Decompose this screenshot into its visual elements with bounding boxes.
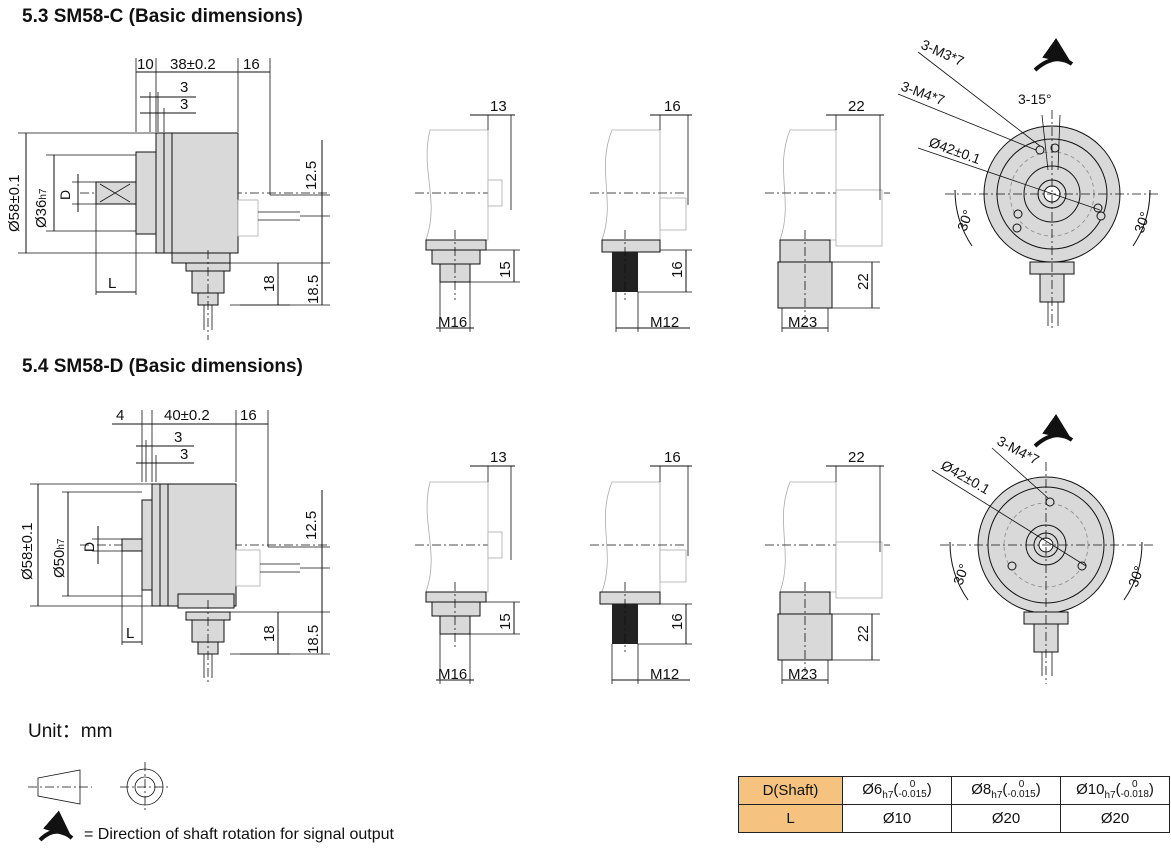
svg-text:3: 3 — [180, 79, 188, 96]
svg-text:M16: M16 — [438, 314, 467, 331]
svg-text:D: D — [81, 542, 97, 552]
svg-text:15: 15 — [497, 261, 514, 278]
svg-text:30°: 30° — [950, 562, 972, 587]
svg-text:L: L — [126, 625, 134, 642]
table-header-shaft: D(Shaft) — [738, 776, 843, 805]
svg-text:Ø50h7: Ø50h7 — [51, 538, 68, 578]
svg-text:M16: M16 — [438, 666, 467, 683]
rotation-arrow-icon — [38, 810, 74, 842]
svg-text:16: 16 — [669, 613, 686, 630]
table-cell: Ø6h7(0-0.015) — [842, 776, 952, 805]
sm58c-connector-variant-m12: 16 16 M12 — [590, 98, 692, 332]
svg-text:3: 3 — [180, 96, 188, 113]
svg-text:10: 10 — [137, 56, 154, 73]
sm58d-front-view: 3-M4*7 Ø42±0.1 30° 30° — [931, 414, 1155, 684]
unit-label: Unit：mm — [28, 721, 113, 742]
svg-text:L: L — [108, 275, 116, 292]
svg-text:M23: M23 — [788, 314, 817, 331]
sm58d-connector-variant-m23: 22 22 M23 — [765, 449, 890, 684]
svg-text:12.5: 12.5 — [303, 511, 320, 540]
sm58d-connector-variant-m16: 13 15 M16 — [415, 449, 520, 684]
svg-text:22: 22 — [848, 449, 865, 466]
table-cell: Ø20 — [951, 804, 1061, 833]
svg-text:18: 18 — [261, 625, 278, 642]
rotation-legend: = Direction of shaft rotation for signal… — [84, 826, 394, 843]
svg-text:3-M4*7: 3-M4*7 — [995, 433, 1043, 468]
svg-text:22: 22 — [848, 98, 865, 115]
svg-text:3-15°: 3-15° — [1018, 91, 1052, 107]
svg-text:3-M3*7: 3-M3*7 — [919, 36, 967, 69]
svg-text:13: 13 — [490, 98, 507, 115]
svg-text:16: 16 — [240, 407, 257, 424]
sm58c-connector-variant-m16: 13 15 M16 — [415, 98, 520, 332]
sm58c-connector-variant-m23: 22 22 M23 — [765, 98, 890, 332]
table-cell: Ø10h7(0-0.018) — [1060, 776, 1170, 805]
svg-text:38±0.2: 38±0.2 — [170, 56, 216, 73]
svg-text:18: 18 — [261, 275, 278, 292]
svg-text:Ø58±0.1: Ø58±0.1 — [6, 175, 23, 232]
svg-text:4: 4 — [116, 407, 124, 424]
svg-text:D: D — [57, 190, 73, 200]
shaft-table: D(Shaft) Ø6h7(0-0.015) Ø8h7(0-0.015) Ø10… — [738, 776, 1170, 833]
sm58c-side-view: 10 38±0.2 16 3 3 Ø58±0.1 Ø36h7 D L 12.5 … — [6, 56, 330, 340]
svg-text:M12: M12 — [650, 666, 679, 683]
svg-text:Ø42±0.1: Ø42±0.1 — [927, 134, 983, 167]
svg-text:Ø36h7: Ø36h7 — [33, 188, 50, 228]
table-row: D(Shaft) Ø6h7(0-0.015) Ø8h7(0-0.015) Ø10… — [738, 776, 1170, 805]
svg-text:30°: 30° — [1125, 564, 1147, 589]
svg-text:22: 22 — [855, 625, 872, 642]
section-title-sm58c: 5.3 SM58-C (Basic dimensions) — [22, 6, 303, 27]
svg-text:13: 13 — [490, 449, 507, 466]
table-cell: Ø10 — [842, 804, 952, 833]
sm58d-side-view: 4 40±0.2 16 3 3 Ø58±0.1 Ø50h7 D L 12.5 1… — [19, 407, 330, 685]
svg-text:16: 16 — [664, 98, 681, 115]
svg-text:16: 16 — [669, 261, 686, 278]
sm58d-connector-variant-m12: 16 16 M12 — [590, 449, 692, 684]
table-cell: Ø20 — [1060, 804, 1170, 833]
svg-text:12.5: 12.5 — [303, 161, 320, 190]
sm58c-front-view: 3-M3*7 3-M4*7 3-15° Ø42±0.1 30° 30° — [897, 36, 1160, 330]
svg-text:30°: 30° — [1131, 210, 1153, 235]
section-title-sm58d: 5.4 SM58-D (Basic dimensions) — [22, 356, 303, 377]
svg-text:40±0.2: 40±0.2 — [164, 407, 210, 424]
table-cell: Ø8h7(0-0.015) — [951, 776, 1061, 805]
svg-text:M12: M12 — [650, 314, 679, 331]
svg-text:16: 16 — [243, 56, 260, 73]
svg-text:3: 3 — [180, 446, 188, 463]
svg-text:18.5: 18.5 — [305, 625, 322, 654]
svg-text:Ø58±0.1: Ø58±0.1 — [19, 523, 36, 580]
svg-text:3: 3 — [174, 429, 182, 446]
table-header-l: L — [738, 804, 843, 833]
projection-symbol-icon — [28, 762, 170, 812]
svg-text:M23: M23 — [788, 666, 817, 683]
table-row: L Ø10 Ø20 Ø20 — [738, 804, 1170, 833]
svg-text:22: 22 — [855, 273, 872, 290]
svg-text:30°: 30° — [954, 208, 976, 233]
svg-text:16: 16 — [664, 449, 681, 466]
svg-text:18.5: 18.5 — [305, 275, 322, 304]
svg-text:15: 15 — [497, 613, 514, 630]
